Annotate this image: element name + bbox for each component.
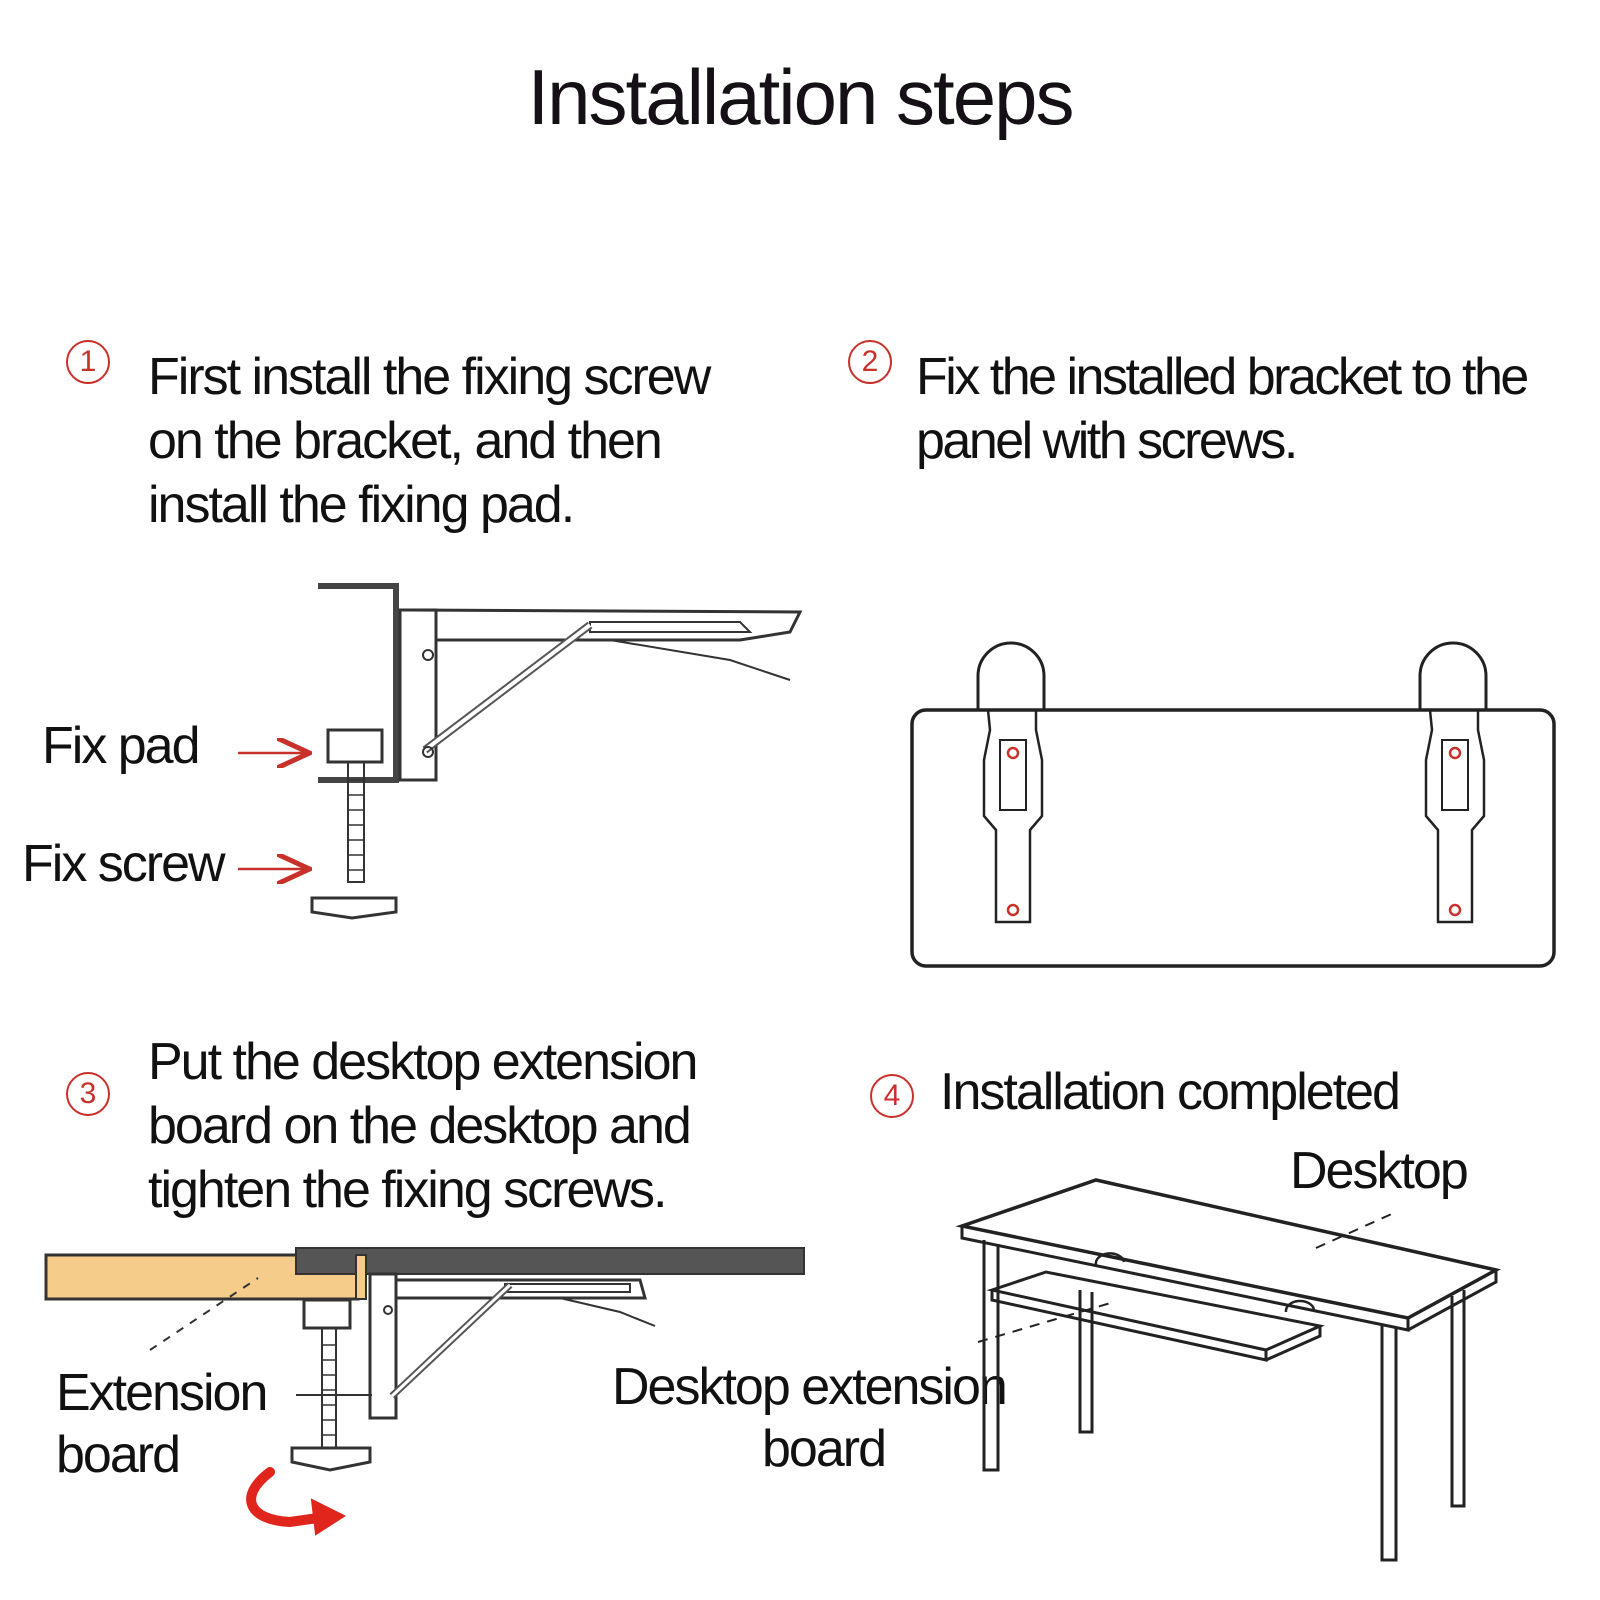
page-title: Installation steps	[527, 53, 1074, 141]
desktop-extension-label-line-1: Desktop extension	[612, 1358, 1008, 1416]
desktop-shape	[295, 1247, 805, 1275]
step-2-panel-diagram	[910, 641, 1556, 968]
step-4-desk-diagram	[955, 1178, 1501, 1562]
step-3-text: Put the desktop extension board on the d…	[148, 1030, 698, 1222]
extension-board-label-line-1: Extension	[56, 1364, 268, 1422]
step-2-text: Fix the installed bracket to the panel w…	[916, 345, 1529, 473]
step-3-line: Put the desktop extension	[148, 1033, 698, 1091]
step-2-line: panel with screws.	[916, 412, 1298, 470]
desktop-label: Desktop	[1290, 1142, 1469, 1200]
step-3-line: tighten the fixing screws.	[148, 1161, 667, 1219]
fix-screw-label: Fix screw	[22, 835, 226, 893]
step-1-line: on the bracket, and then	[148, 412, 663, 470]
step-1-text: First install the fixing screw on the br…	[148, 345, 711, 537]
step-3-line: board on the desktop and	[148, 1097, 692, 1155]
tighten-arrow-icon	[246, 1467, 323, 1528]
step-3-number: 3	[66, 1072, 110, 1116]
step-3-mount-diagram	[44, 1247, 805, 1536]
step-1-bracket-diagram	[310, 583, 803, 920]
step-4-text: Installation completed	[940, 1063, 1401, 1121]
step-2-line: Fix the installed bracket to the	[916, 348, 1529, 406]
step-1-line: First install the fixing screw	[148, 348, 711, 406]
step-1-line: install the fixing pad.	[148, 476, 575, 534]
desktop-extension-label-line-2: board	[762, 1420, 887, 1478]
extension-board-label-line-2: board	[56, 1426, 181, 1484]
step-4-number: 4	[870, 1074, 914, 1118]
step-2-number: 2	[848, 340, 892, 384]
step-1-number: 1	[66, 340, 110, 384]
fix-pad-label: Fix pad	[42, 717, 201, 775]
